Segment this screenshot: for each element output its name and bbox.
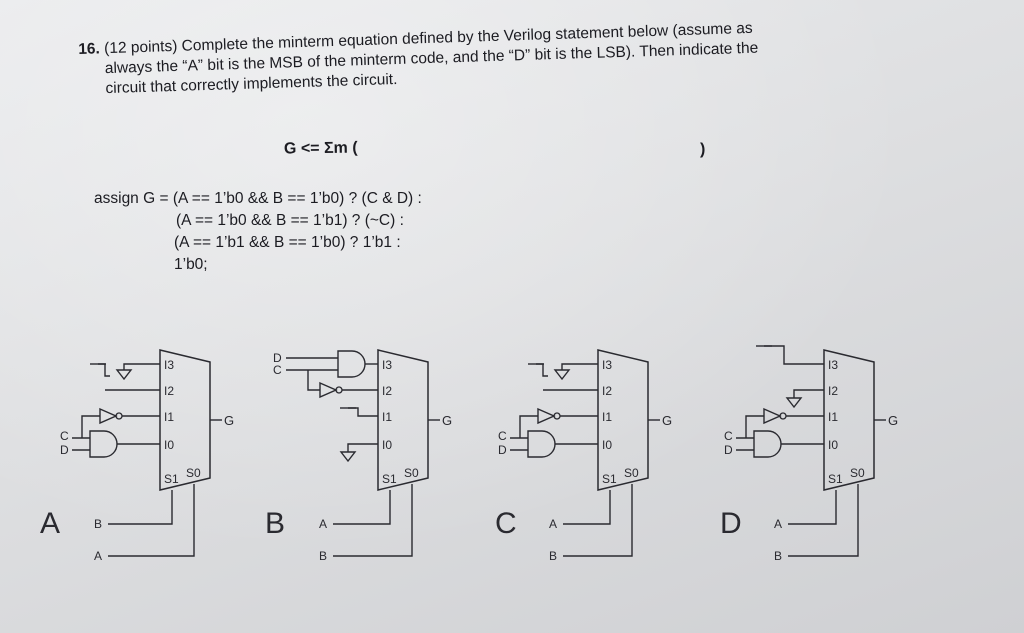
select-wire-s0 — [563, 484, 633, 557]
mux-input-label: I1 — [602, 410, 612, 424]
mux-select-label: S0 — [850, 466, 865, 480]
minterm-equation-close: ) — [700, 141, 706, 158]
mux-input-label: I3 — [828, 358, 838, 372]
select-wire-s1 — [563, 490, 611, 525]
gate-input-label: C — [498, 429, 507, 443]
wire — [745, 415, 764, 438]
inverter — [319, 381, 338, 399]
wire — [307, 370, 320, 391]
select-input-label: B — [549, 549, 557, 563]
gate-input-label: D — [498, 443, 507, 457]
mux-input-label: I3 — [602, 358, 612, 372]
mux-select-label: S0 — [624, 466, 639, 480]
select-wire-s1 — [333, 490, 391, 525]
select-input-label: A — [549, 517, 557, 531]
gate-input-label: D — [60, 443, 69, 457]
and-gate — [753, 430, 782, 458]
wire — [123, 363, 160, 370]
select-input-label: A — [319, 517, 327, 531]
wire — [561, 363, 598, 370]
wire — [81, 415, 100, 438]
code-line-2: (A == 1’b0 && B == 1’b1) ? (~C) : — [176, 212, 404, 229]
mux-input-label: I1 — [382, 410, 392, 424]
and-gate — [527, 430, 556, 458]
verilog-code: assign G = (A == 1’b0 && B == 1’b0) ? (C… — [94, 188, 422, 276]
ground-symbol — [785, 397, 803, 409]
inverter — [537, 407, 556, 425]
inverter — [99, 407, 118, 425]
gate-input-label: D — [273, 351, 282, 365]
circuit-letter: A — [40, 507, 60, 540]
gate-input-label: C — [273, 363, 282, 377]
mux-input-label: I2 — [828, 384, 838, 398]
select-wire-s0 — [333, 484, 413, 557]
wire — [348, 407, 378, 417]
mux-input-label: I3 — [382, 358, 392, 372]
circuit-letter: B — [265, 507, 285, 540]
mux-select-label: S1 — [828, 472, 843, 486]
circuit-letter: D — [720, 507, 742, 540]
select-input-label: B — [774, 549, 782, 563]
wire — [98, 363, 110, 377]
gate-input-label: C — [724, 429, 733, 443]
ground-symbol — [553, 369, 571, 381]
ground-symbol — [115, 369, 133, 381]
mux-input-label: I1 — [164, 410, 174, 424]
mux-select-label: S0 — [186, 466, 201, 480]
ground-symbol — [339, 451, 357, 463]
select-input-label: A — [94, 549, 102, 563]
select-input-label: B — [319, 549, 327, 563]
wire — [536, 363, 548, 377]
mux-input-label: I1 — [828, 410, 838, 424]
and-gate — [337, 350, 366, 378]
mux-input-label: I0 — [828, 438, 838, 452]
select-wire-s0 — [108, 484, 195, 557]
mux-select-label: S1 — [382, 472, 397, 486]
mux-input-label: I3 — [164, 358, 174, 372]
select-input-label: A — [774, 517, 782, 531]
mux-select-label: S1 — [602, 472, 617, 486]
inverter — [763, 407, 782, 425]
mux-input-label: I2 — [602, 384, 612, 398]
circuit-letter: C — [495, 507, 517, 540]
gate-input-label: D — [724, 443, 733, 457]
mux-select-label: S1 — [164, 472, 179, 486]
wire — [347, 443, 378, 452]
select-wire-s1 — [108, 490, 173, 525]
code-line-4: 1’b0; — [174, 256, 208, 273]
mux-input-label: I0 — [164, 438, 174, 452]
and-gate — [89, 430, 118, 458]
output-label: G — [224, 413, 234, 428]
select-wire-s1 — [788, 490, 837, 525]
code-line-1: assign G = (A == 1’b0 && B == 1’b0) ? (C… — [94, 190, 422, 207]
mux-select-label: S0 — [404, 466, 419, 480]
wire — [764, 345, 824, 365]
wire — [793, 389, 824, 398]
mux-input-label: I2 — [382, 384, 392, 398]
mux-input-label: I2 — [164, 384, 174, 398]
output-label: G — [662, 413, 672, 428]
select-wire-s0 — [788, 484, 859, 557]
mux-input-label: I0 — [382, 438, 392, 452]
wire — [519, 415, 538, 438]
mux-input-label: I0 — [602, 438, 612, 452]
select-input-label: B — [94, 517, 102, 531]
output-label: G — [888, 413, 898, 428]
output-label: G — [442, 413, 452, 428]
gate-input-label: C — [60, 429, 69, 443]
code-line-3: (A == 1’b1 && B == 1’b0) ? 1’b1 : — [174, 234, 401, 251]
